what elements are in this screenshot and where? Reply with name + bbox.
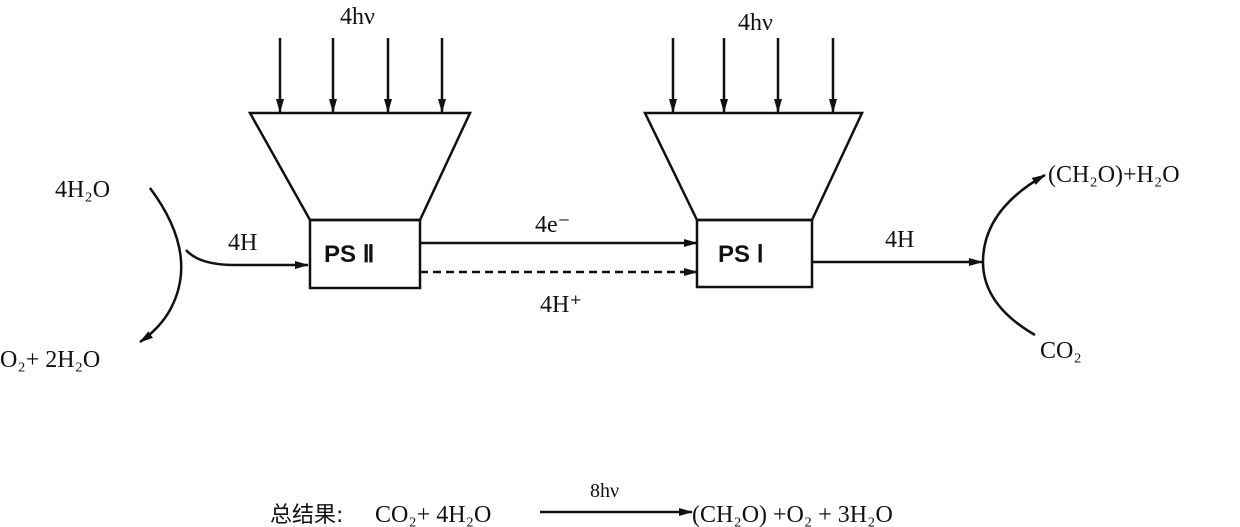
h-left-arrow [185,249,309,269]
h-right-label: 4H [885,227,914,253]
water-in-label: 4H₂O [55,177,110,203]
carbon-fixation-curve [981,173,1046,337]
ps2-label: PS Ⅱ [324,241,375,268]
antenna-ps1 [643,111,864,222]
equation-reactants: CO₂+ 4H₂O [375,502,491,527]
ps1-label: PS Ⅰ [718,241,764,268]
light-arrows-left [276,38,446,113]
product-label: (CH₂O)+H₂O [1048,162,1180,188]
water-split-curve [139,187,183,344]
equation-condition: 8hν [590,480,619,502]
proton-label: 4H⁺ [540,292,582,318]
electron-label: 4e⁻ [535,212,570,238]
ps1-box [695,218,814,289]
ps2-box [308,218,422,290]
light-label-right: 4hν [738,10,773,36]
co2-label: CO₂ [1040,338,1082,364]
light-label-left: 4hν [340,4,375,30]
equation-prefix: 总结果: [270,503,343,527]
equation-products: (CH₂O) +O₂ + 3H₂O [692,502,893,527]
light-arrows-right [669,38,837,113]
antenna-ps2 [247,111,472,222]
water-out-label: O₂+ 2H₂O [0,347,100,373]
h-left-label: 4H [228,230,257,256]
